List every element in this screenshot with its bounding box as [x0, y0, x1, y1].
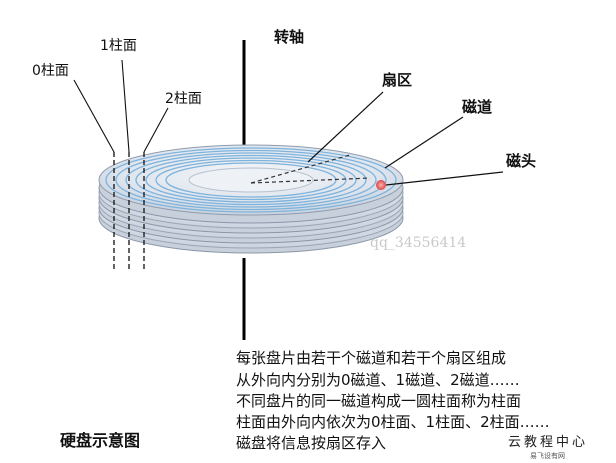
tracks	[105, 147, 397, 213]
cylinder2-label: 2柱面	[165, 91, 202, 107]
description-line: 每张盘片由若干个磁道和若干个扇区组成	[236, 349, 506, 367]
sector-edge	[250, 177, 371, 184]
cylinder-lines	[113, 152, 145, 272]
sector-label: 扇区	[382, 71, 412, 89]
sector-leader	[307, 91, 384, 163]
track-leader	[384, 116, 464, 169]
platter-hub	[188, 167, 314, 193]
cylinder1-leader	[121, 59, 130, 153]
diagram-caption: 硬盘示意图	[60, 431, 140, 450]
description-line: 从外向内分别为0磁道、1磁道、2磁道……	[236, 371, 520, 389]
brand-logo-text: 云教程中心	[508, 434, 588, 450]
sector-edge	[250, 154, 351, 184]
track-label: 磁道	[462, 98, 492, 116]
read-write-head-dot	[376, 180, 386, 190]
head-label: 磁头	[506, 152, 536, 170]
cylinder0-leader	[73, 79, 115, 153]
description-line: 磁盘将信息按扇区存入	[236, 434, 386, 452]
platter-top	[98, 144, 404, 224]
spindle-label: 转轴	[274, 28, 304, 46]
platter-stack	[98, 144, 404, 254]
brand-logo-subtext: 易飞设有网	[530, 451, 565, 460]
watermark: qq_34556414	[370, 235, 466, 251]
cylinder2-leader	[143, 107, 169, 153]
head-leader	[385, 171, 504, 186]
cylinder1-label: 1柱面	[100, 38, 137, 54]
description-block: 每张盘片由若干个磁道和若干个扇区组成 从外向内分别为0磁道、1磁道、2磁道…… …	[236, 349, 550, 452]
cylinder0-label: 0柱面	[32, 63, 69, 79]
description-line: 柱面由外向内依次为0柱面、1柱面、2柱面……	[236, 413, 550, 431]
description-line: 不同盘片的同一磁道构成一圆柱面称为柱面	[236, 392, 521, 410]
